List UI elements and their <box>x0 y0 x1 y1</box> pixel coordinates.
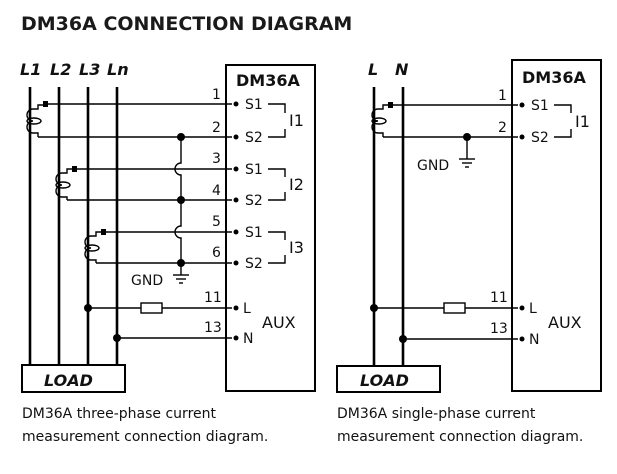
terminal-label: S2 <box>245 130 263 146</box>
s2-common-wire <box>174 137 182 275</box>
caption-line-2-1ph: measurement connection diagram. <box>337 429 583 445</box>
junction-dot <box>370 304 378 312</box>
terminal-number: 1 <box>212 87 221 103</box>
caption-line-1-1ph: DM36A single-phase current <box>337 406 536 422</box>
terminal-number: 11 <box>204 290 222 306</box>
phase-label-ln: Ln <box>107 60 129 79</box>
terminal-number: 2 <box>212 120 221 136</box>
terminal-number: 13 <box>204 320 222 336</box>
terminal-label: S1 <box>245 225 263 241</box>
terminal-dot <box>233 260 239 266</box>
bracket-i1-1ph <box>554 104 572 138</box>
junction-dot <box>113 334 121 342</box>
terminal-dot <box>233 229 239 235</box>
terminal-dot <box>233 101 239 107</box>
terminal-label: N <box>529 332 539 348</box>
load-label-3ph: LOAD <box>44 371 93 390</box>
phase-label-l: L <box>368 60 378 79</box>
terminal-dot <box>519 134 525 140</box>
three-phase-diagram: L1 L2 L3 Ln DM36A <box>20 60 316 445</box>
gnd-label-1ph: GND <box>417 158 449 174</box>
ct-l3-icon <box>84 229 106 263</box>
terminal-label: L <box>243 301 251 317</box>
ct-l1-icon <box>26 101 48 137</box>
terminal-number: 5 <box>212 214 221 230</box>
group-label-i3: I3 <box>289 238 304 257</box>
ct-l2-icon <box>55 166 77 200</box>
caption-line-1-3ph: DM36A three-phase current <box>22 406 217 422</box>
terminal-label: S1 <box>531 98 549 114</box>
phase-label-l2: L2 <box>50 60 71 79</box>
device-box-3ph <box>225 64 316 392</box>
device-box-1ph <box>511 59 602 392</box>
caption-line-2-3ph: measurement connection diagram. <box>22 429 268 445</box>
terminal-number: 2 <box>498 120 507 136</box>
bracket-i2 <box>268 168 286 201</box>
load-box-3ph <box>21 364 126 393</box>
bracket-i1 <box>268 103 286 138</box>
terminal-number: 6 <box>212 245 221 261</box>
device-name-1ph: DM36A <box>522 68 586 87</box>
group-label-i1-1ph: I1 <box>575 112 590 131</box>
diagram-title: DM36A CONNECTION DIAGRAM <box>21 13 352 35</box>
terminal-dot <box>233 134 239 140</box>
junction-dot <box>177 133 185 141</box>
terminal-number: 13 <box>490 321 508 337</box>
junction-dot <box>84 304 92 312</box>
load-box-1ph <box>336 365 441 393</box>
phase-label-l3: L3 <box>79 60 100 79</box>
terminal-dot <box>233 166 239 172</box>
phase-label-l1: L1 <box>20 60 41 79</box>
terminal-dot <box>233 197 239 203</box>
ground-icon <box>173 274 189 284</box>
terminal-label: S1 <box>245 162 263 178</box>
terminal-number: 11 <box>490 290 508 306</box>
terminal-dot <box>233 335 239 341</box>
terminal-label: S2 <box>531 130 549 146</box>
terminal-number: 3 <box>212 151 221 167</box>
terminal-dot <box>233 305 239 311</box>
junction-dot <box>177 196 185 204</box>
ground-icon <box>459 158 475 168</box>
fuse-icon <box>443 302 466 314</box>
aux-label-1ph: AUX <box>548 313 582 332</box>
aux-label-3ph: AUX <box>262 313 296 332</box>
bracket-i3 <box>268 231 286 264</box>
junction-dot <box>177 259 185 267</box>
terminal-number: 4 <box>212 183 221 199</box>
terminal-label: N <box>243 331 253 347</box>
load-label-1ph: LOAD <box>360 371 409 390</box>
terminal-label: S2 <box>245 256 263 272</box>
terminal-dot <box>519 102 525 108</box>
device-name-3ph: DM36A <box>236 71 300 90</box>
fuse-icon <box>140 302 163 314</box>
terminal-label: S2 <box>245 193 263 209</box>
terminal-number: 1 <box>498 88 507 104</box>
group-label-i2: I2 <box>289 175 304 194</box>
terminal-dot <box>519 305 525 311</box>
junction-dot <box>463 133 471 141</box>
phase-label-n: N <box>395 60 409 79</box>
ct-l-icon <box>371 102 393 137</box>
terminal-label: S1 <box>245 97 263 113</box>
terminal-dot <box>519 336 525 342</box>
single-phase-diagram: L N DM36A GND 1 2 11 13 <box>336 59 602 445</box>
group-label-i1: I1 <box>289 111 304 130</box>
terminal-label: L <box>529 301 537 317</box>
junction-dot <box>399 335 407 343</box>
gnd-label-3ph: GND <box>131 273 163 289</box>
